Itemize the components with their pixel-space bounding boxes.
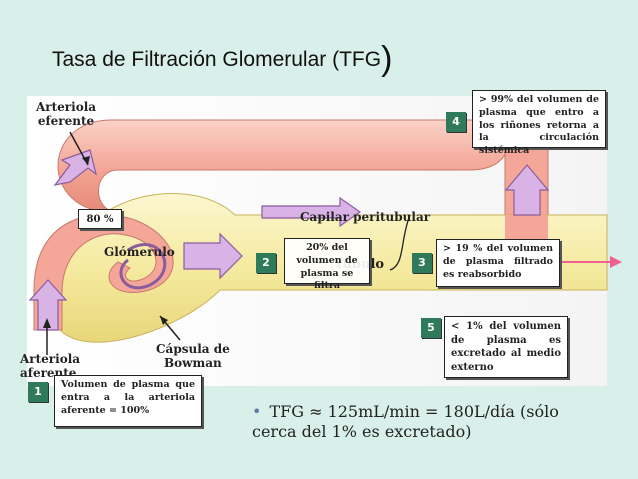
step-badge-4: 4 [446, 112, 466, 132]
label-capsula-2: Bowman [164, 356, 222, 370]
label-arteriola-aferente-1: Arteriola [20, 352, 81, 366]
glomerulus-loop [119, 243, 167, 290]
step-badge-5: 5 [421, 318, 441, 338]
arrow-filtration [183, 232, 243, 280]
info-box-5: < 1% del volumen de plasma es excretado … [444, 316, 568, 378]
label-capilar-peritubular: Capilar peritubular [300, 210, 431, 224]
step-badge-2: 2 [256, 253, 276, 273]
pointer-afferent-head [43, 318, 51, 328]
title-text: Tasa de Filtración Glomerular (TFG [52, 48, 382, 71]
label-arteriola-eferente-2: eferente [37, 114, 95, 128]
page-title: Tasa de Filtración Glomerular (TFG) [52, 36, 393, 78]
label-80-percent: 80 % [78, 209, 122, 229]
label-arteriola-eferente-1: Arteriola [36, 100, 97, 114]
info-box-2-line3: plasma se filtra [300, 267, 354, 292]
info-box-1: Volumen de plasma que entra a la arterio… [54, 375, 202, 427]
pointer-capsule-head [160, 316, 168, 325]
urine-arrowhead [610, 256, 622, 268]
arrow-afferent-up [28, 279, 68, 331]
label-arteriola-aferente: Arteriola aferente [20, 352, 80, 380]
reabsorption-curve [389, 214, 411, 271]
tfg-bullet-text: TFG ≈ 125mL/min = 180L/día (sólo cerca d… [252, 402, 559, 441]
label-arteriola-eferente: Arteriola eferente [36, 100, 96, 128]
title-paren: ) [381, 40, 393, 78]
step-badge-1: 1 [28, 382, 48, 402]
label-capsula-1: Cápsula de [156, 342, 230, 356]
info-box-2-line1: 20% del [306, 242, 348, 253]
info-box-4: > 99% del volumen de plasma que entro a … [472, 90, 606, 156]
label-80-percent-text: 80 % [86, 214, 114, 225]
peritubular-capillary [505, 215, 548, 240]
info-box-2-line2: volumen de [296, 254, 358, 266]
arrow-return-up [504, 164, 550, 216]
info-box-3: > 19 % del volumen de plasma filtrado es… [436, 239, 560, 287]
label-glomerulo: Glómerulo [104, 245, 175, 259]
label-capsula-bowman: Cápsula de Bowman [156, 342, 230, 370]
info-box-2: 20% del volumen de plasma se filtra [284, 238, 370, 291]
bullet-dot: • [252, 402, 262, 421]
arrow-capillary-right [261, 196, 362, 228]
step-badge-3: 3 [412, 253, 432, 273]
tfg-bullet: •TFG ≈ 125mL/min = 180L/día (sólo cerca … [252, 402, 572, 442]
pointer-efferent-head [82, 156, 90, 165]
